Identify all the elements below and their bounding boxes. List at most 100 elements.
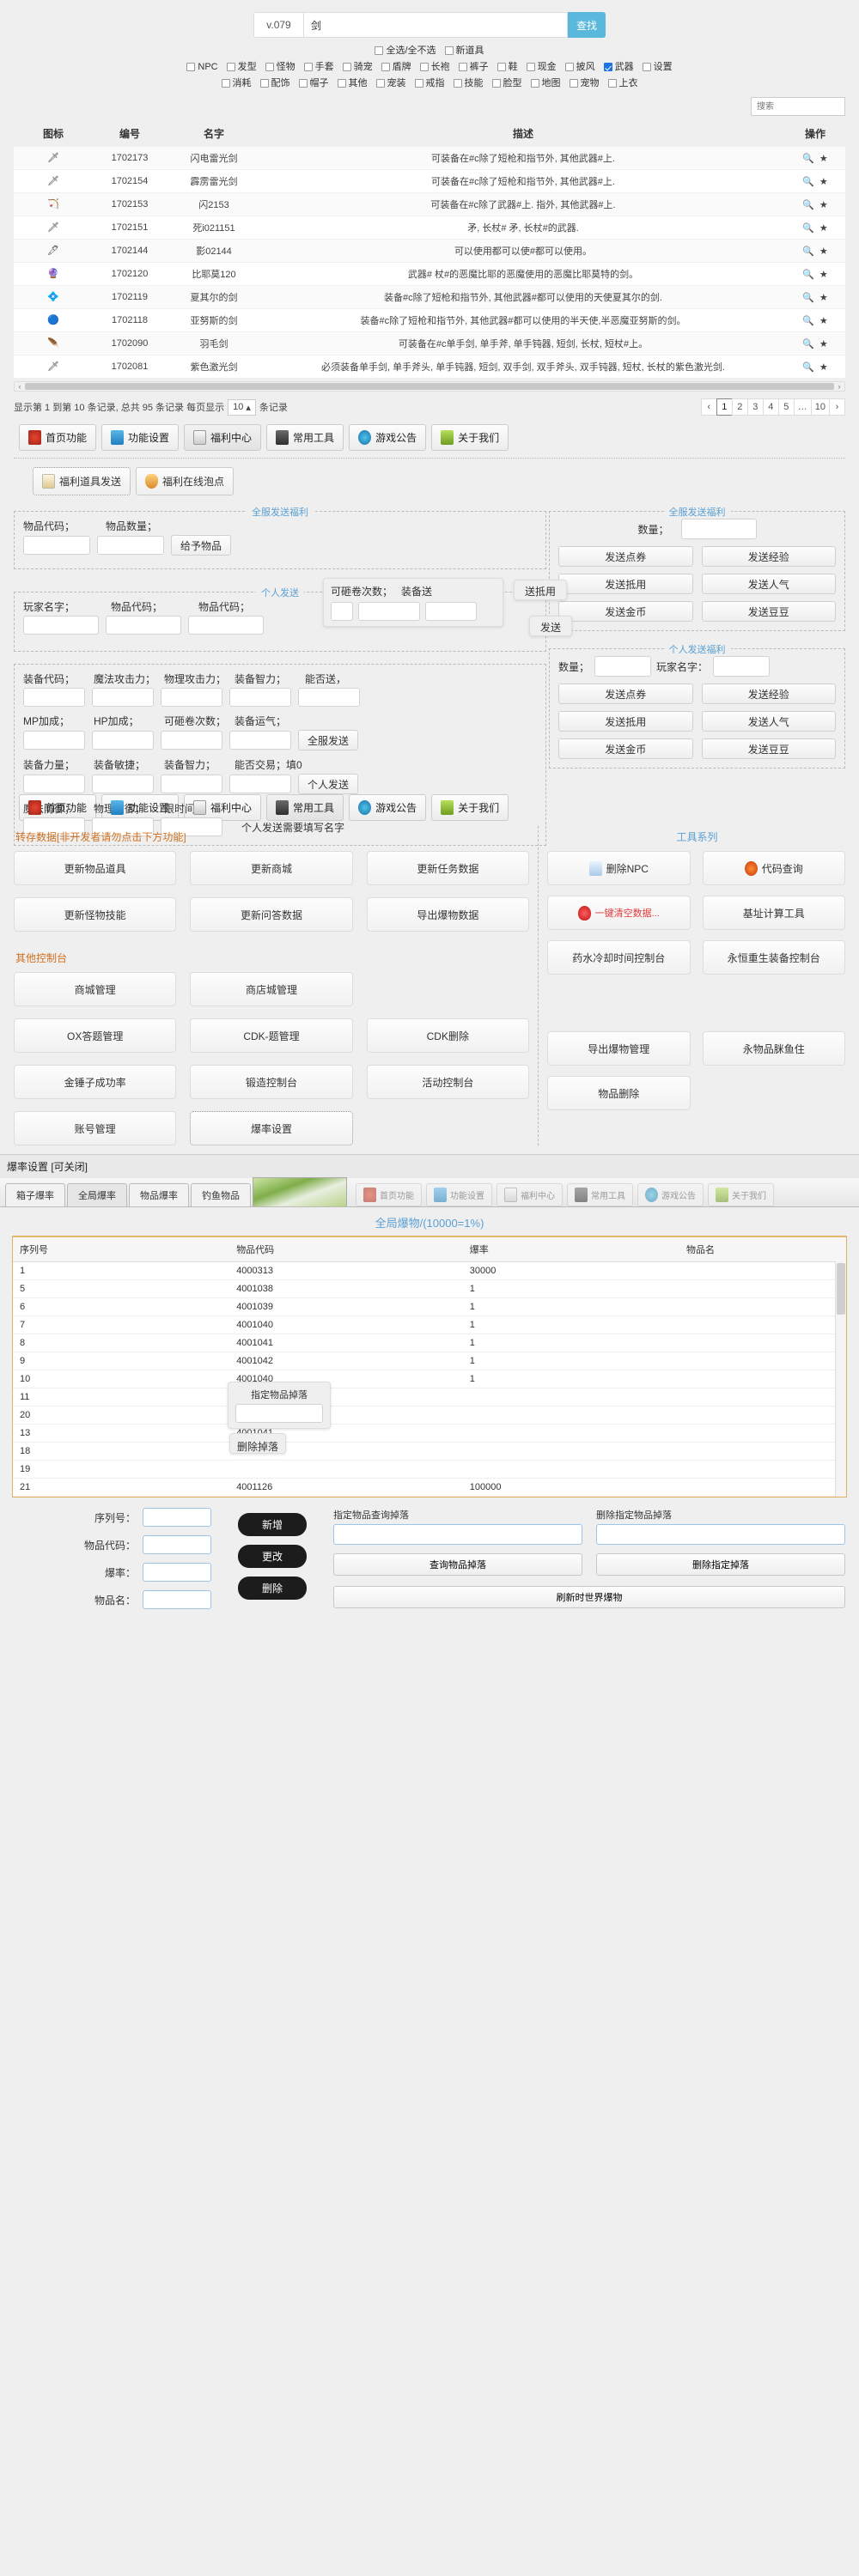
p-item-code-input-1[interactable] [106, 616, 181, 635]
drop-tab-3[interactable]: 钓鱼物品 [191, 1183, 251, 1206]
filter-row2-7[interactable]: 脸型 [491, 76, 522, 90]
page-3[interactable]: 3 [746, 398, 764, 416]
filter-row1-11[interactable]: 武器 [603, 60, 634, 74]
equip-code-input[interactable] [23, 688, 85, 707]
item-qty-input[interactable] [97, 536, 164, 555]
checkbox-icon[interactable] [342, 63, 351, 71]
float-input-b[interactable] [358, 602, 420, 621]
checkbox-icon[interactable] [607, 79, 617, 88]
float-input-a[interactable] [331, 602, 353, 621]
checkbox-icon[interactable] [642, 63, 651, 71]
checkbox-icon[interactable] [419, 63, 429, 71]
checkbox-icon[interactable] [259, 79, 269, 88]
update-btn-2[interactable]: 更新任务数据 [366, 851, 529, 885]
checkbox-icon[interactable] [303, 63, 313, 71]
filter-row0-0[interactable]: 全选/全不选 [375, 44, 436, 58]
other-btn-1[interactable]: 商店城管理 [190, 972, 353, 1006]
bottom-right-input-0[interactable] [333, 1524, 582, 1545]
other-btn-10[interactable]: 爆率设置 [190, 1111, 353, 1145]
checkbox-icon[interactable] [226, 63, 235, 71]
search-input[interactable] [303, 12, 568, 38]
item-code-input[interactable] [23, 536, 90, 555]
tradeable-input[interactable] [229, 775, 291, 793]
bottom-right-button-1[interactable]: 删除指定掉落 [596, 1553, 845, 1576]
global-send-btn-3[interactable]: 发送人气 [701, 574, 836, 594]
table-horizontal-scrollbar[interactable]: ‹ › [14, 381, 845, 392]
other-right-btn-2[interactable]: 物品删除 [547, 1076, 691, 1110]
table-row[interactable]: 18 [13, 1442, 846, 1461]
star-icon[interactable]: ★ [819, 176, 828, 187]
mp-bonus-input[interactable] [23, 731, 85, 750]
checkbox-icon[interactable] [381, 63, 390, 71]
star-icon[interactable]: ★ [819, 199, 828, 210]
tools-nav-tab-2[interactable]: 福利中心 [184, 794, 262, 821]
page-4[interactable]: 4 [762, 398, 779, 416]
page-…[interactable]: … [793, 398, 812, 416]
star-icon[interactable]: ★ [819, 246, 828, 257]
search-icon[interactable]: 🔍 [802, 338, 814, 349]
search-icon[interactable]: 🔍 [802, 199, 814, 210]
drop-popup-input[interactable] [235, 1404, 323, 1423]
personal-send-btn-0[interactable]: 发送点券 [558, 683, 693, 704]
float-send-deduct-button[interactable]: 送抵用 [514, 580, 568, 600]
page-2[interactable]: 2 [731, 398, 748, 416]
table-row[interactable]: 134001041 [13, 1424, 846, 1443]
checkbox-icon[interactable] [491, 79, 501, 88]
other-btn-5[interactable]: CDK删除 [366, 1018, 529, 1053]
action-删除[interactable]: 删除 [238, 1577, 307, 1600]
filter-row0-1[interactable]: 新道具 [444, 44, 484, 58]
tools-nav-tab-5[interactable]: 关于我们 [431, 794, 509, 821]
checkbox-icon[interactable] [265, 63, 274, 71]
checkbox-icon[interactable] [526, 63, 535, 71]
refresh-world-drops-button[interactable]: 刷新时世界爆物 [333, 1586, 845, 1608]
search-icon[interactable]: 🔍 [802, 222, 814, 234]
scroll-left-arrow[interactable]: ‹ [18, 382, 21, 391]
table-row[interactable]: 204001041 [13, 1406, 846, 1425]
search-icon[interactable]: 🔍 [802, 292, 814, 303]
update-btn-5[interactable]: 导出爆物数据 [366, 897, 529, 932]
star-icon[interactable]: ★ [819, 338, 828, 349]
global-send-btn-5[interactable]: 发送豆豆 [701, 601, 836, 622]
filter-row1-12[interactable]: 设置 [642, 60, 673, 74]
p-item-code-input-2[interactable] [188, 616, 264, 635]
checkbox-icon[interactable] [298, 79, 308, 88]
other-btn-4[interactable]: CDK-题管理 [190, 1018, 353, 1053]
filter-row1-6[interactable]: 长袍 [419, 60, 450, 74]
tools-nav-tab-4[interactable]: 游戏公告 [349, 794, 427, 821]
ghost-tab-1[interactable]: 功能设置 [426, 1183, 492, 1206]
nav-tab-4[interactable]: 游戏公告 [349, 424, 427, 451]
drop-tab-0[interactable]: 箱子爆率 [5, 1183, 65, 1206]
series-btn-0[interactable]: 删除NPC [547, 851, 691, 885]
table-search-input[interactable] [751, 97, 845, 116]
can-send-input[interactable] [298, 688, 360, 707]
scroll-right-arrow[interactable]: › [838, 382, 841, 391]
filter-row1-8[interactable]: 鞋 [497, 60, 518, 74]
tools-nav-tab-1[interactable]: 功能设置 [101, 794, 180, 821]
page-10[interactable]: 10 [810, 398, 830, 416]
page-size-select[interactable]: 10 ▴ [228, 398, 256, 416]
ghost-tab-0[interactable]: 首页功能 [356, 1183, 422, 1206]
global-send-btn-4[interactable]: 发送金币 [558, 601, 693, 622]
filter-row2-1[interactable]: 配饰 [259, 76, 290, 90]
welfare-subtab-1[interactable]: 福利在线泡点 [136, 467, 235, 495]
phys-atk-input[interactable] [161, 688, 222, 707]
personal-send-btn-2[interactable]: 发送抵用 [558, 711, 693, 732]
bottom-right-input-1[interactable] [596, 1524, 845, 1545]
filter-row1-4[interactable]: 骑宠 [342, 60, 373, 74]
float-input-c[interactable] [425, 602, 477, 621]
scrollbar-thumb[interactable] [25, 383, 834, 390]
other-btn-7[interactable]: 锻造控制台 [190, 1065, 353, 1099]
bottom-field-input-3[interactable] [143, 1590, 211, 1609]
checkbox-icon[interactable] [221, 79, 230, 88]
equip-str-input[interactable] [23, 775, 85, 793]
delete-drop-button[interactable]: 删除掉落 [229, 1433, 287, 1454]
personal-send-btn-5[interactable]: 发送豆豆 [701, 738, 836, 759]
star-icon[interactable]: ★ [819, 153, 828, 164]
